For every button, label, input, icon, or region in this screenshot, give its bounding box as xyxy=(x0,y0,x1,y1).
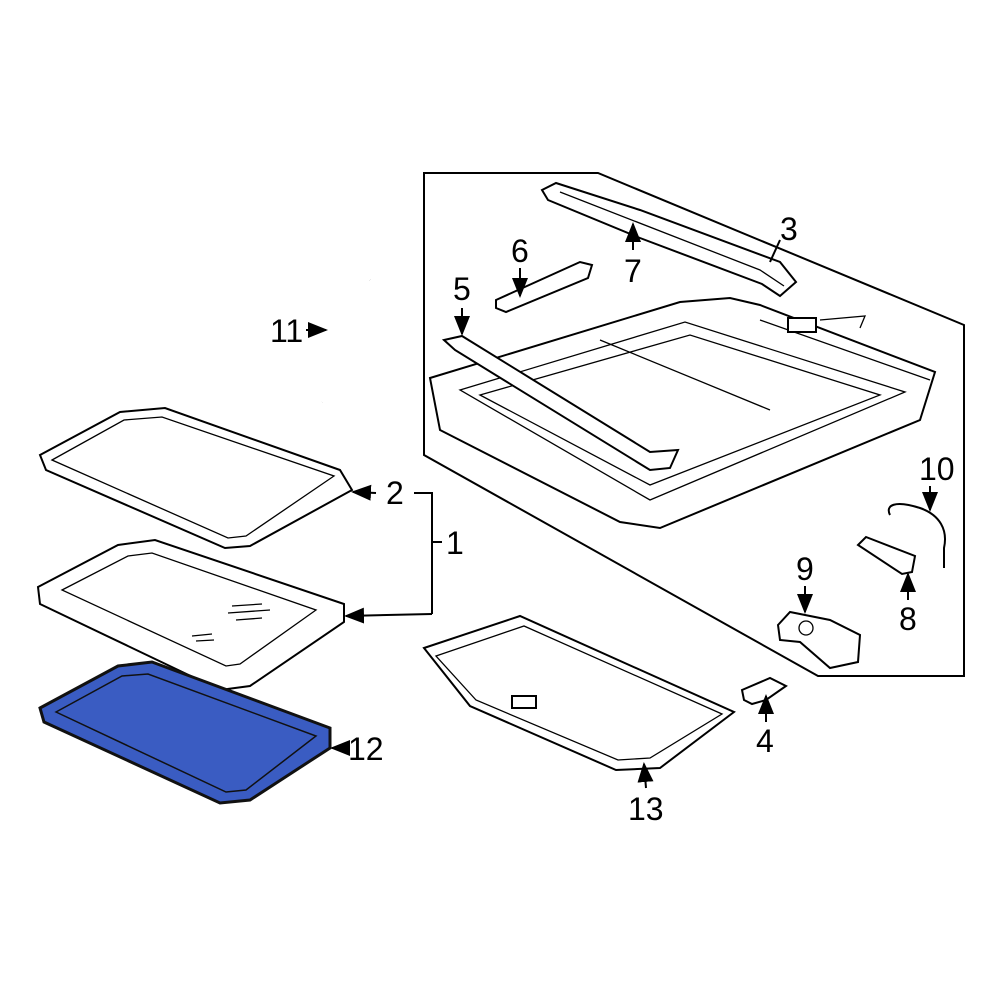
callout-11[interactable]: 11 xyxy=(270,313,303,349)
part-5-guide[interactable] xyxy=(441,334,680,472)
part-8-bracket[interactable] xyxy=(856,535,917,576)
part-4-clip[interactable] xyxy=(740,676,788,706)
callout-10[interactable]: 10 xyxy=(919,451,955,487)
callout-2[interactable]: 2 xyxy=(386,475,404,511)
part-10-cable[interactable] xyxy=(887,503,946,568)
part-7-rail[interactable] xyxy=(540,181,798,298)
assembly-3-box xyxy=(423,172,965,677)
part-6-bracket[interactable] xyxy=(495,260,594,314)
leader-lines xyxy=(306,222,938,789)
part-2-weatherstrip[interactable] xyxy=(38,406,354,550)
callout-3[interactable]: 3 xyxy=(780,211,798,247)
part-13-sunshade[interactable] xyxy=(422,614,736,772)
callout-13[interactable]: 13 xyxy=(628,791,664,827)
callout-6[interactable]: 6 xyxy=(511,233,529,269)
part-1-glass-panel[interactable] xyxy=(36,538,345,692)
callout-1[interactable]: 1 xyxy=(446,525,464,561)
callout-12[interactable]: 12 xyxy=(348,731,384,767)
part-3-sunroof-frame[interactable] xyxy=(428,296,937,530)
callout-4[interactable]: 4 xyxy=(756,723,774,759)
part-12-seal-highlighted[interactable] xyxy=(38,660,332,805)
callout-7[interactable]: 7 xyxy=(624,253,642,289)
callout-9[interactable]: 9 xyxy=(796,551,814,587)
callout-8[interactable]: 8 xyxy=(899,601,917,637)
callout-5[interactable]: 5 xyxy=(453,271,471,307)
part-9-motor[interactable] xyxy=(776,610,862,670)
